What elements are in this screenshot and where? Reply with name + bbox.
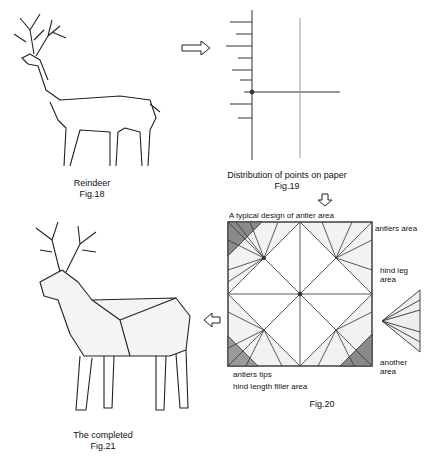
- figure-caption: The completed: [71, 430, 135, 441]
- area-label: A typical design of antler area: [228, 211, 335, 220]
- origami-reindeer: [36, 222, 190, 410]
- figure-caption: Reindeer: [72, 178, 113, 189]
- figure-panel: Fig.20: [222, 208, 422, 410]
- step-arrow: [182, 41, 210, 55]
- figure-number: Fig.19: [272, 181, 301, 192]
- point-distribution: [226, 10, 340, 160]
- area-label: antlers area: [374, 224, 418, 233]
- reindeer-sketch: [14, 14, 160, 166]
- figure-number: Fig.20: [307, 399, 336, 410]
- area-label: another area: [379, 358, 423, 376]
- area-label: hind leg area: [379, 266, 423, 284]
- step-arrow: [318, 194, 332, 206]
- figure-panel: ReindeerFig.18: [4, 2, 180, 200]
- figure-panel: The completedFig.21: [4, 214, 202, 452]
- figure-number: Fig.18: [77, 189, 106, 200]
- figure-caption: Distribution of points on paper: [225, 170, 349, 181]
- hind-leg-piece: [382, 290, 420, 352]
- figure-number: Fig.21: [88, 441, 117, 452]
- area-label: antlers tips: [232, 370, 273, 379]
- crease-pattern: [228, 222, 372, 366]
- area-label: hind length filler area: [232, 382, 308, 391]
- step-arrow: [204, 313, 220, 327]
- figure-panel: Distribution of points on paperFig.19: [212, 2, 362, 192]
